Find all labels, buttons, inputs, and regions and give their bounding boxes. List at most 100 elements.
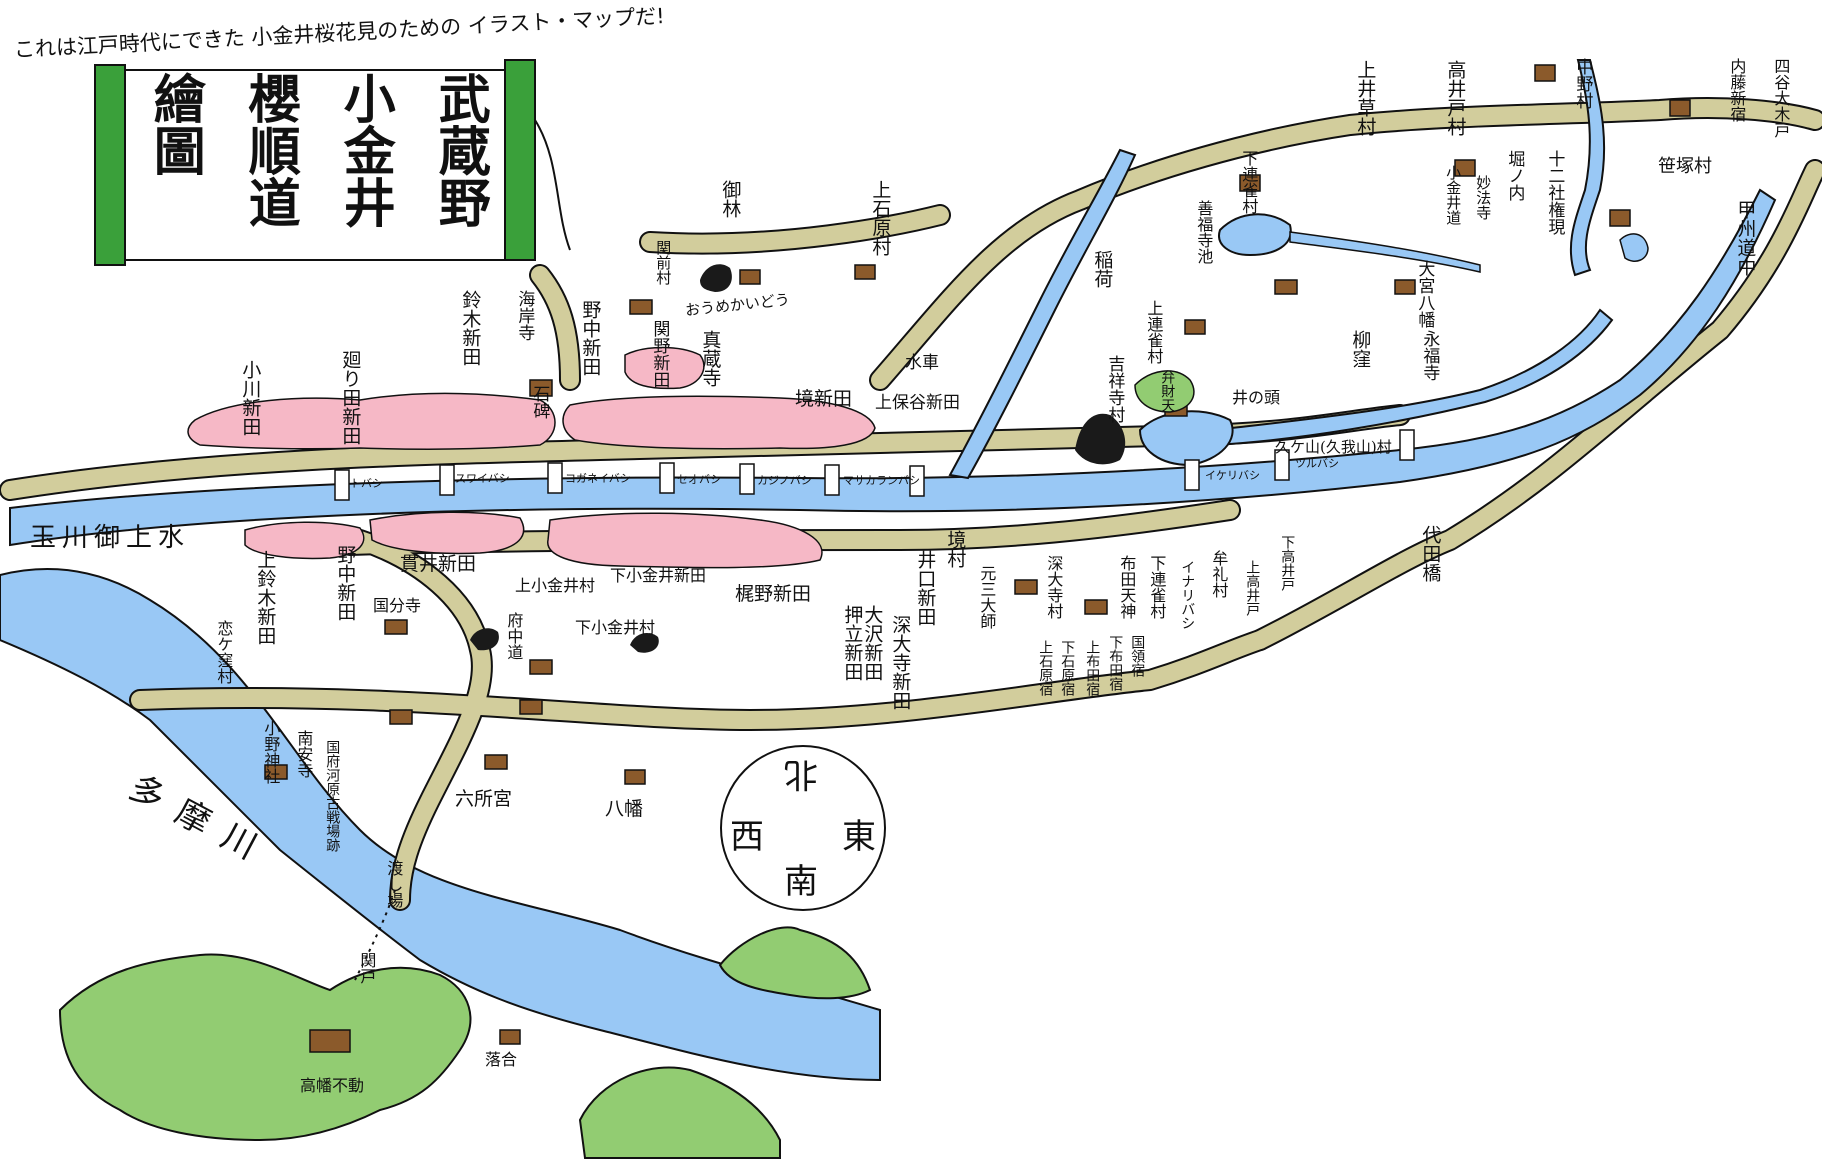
place-sekino-shinden: 関野新田 [649,320,670,388]
place-koganei-michi: 小金井道 [1444,165,1463,225]
place-sekido: 関戸 [357,952,377,984]
cherry-row-north-3 [624,346,705,390]
place-kamifukuoka: 上井草村 [1354,60,1377,136]
tamagawa-josui-label: 玉川御上水 [30,523,191,553]
bridge-label-1: トバシ [350,477,383,490]
compass-south-label: 南 [784,862,818,902]
cherry-row-north-2 [562,395,876,450]
bridge-label-3: コガネイバシ [565,472,631,485]
place-fuda: 布田天神 [1117,555,1137,619]
place-yotsuya: 四谷大木戸 [1771,58,1791,138]
place-ogawa-shinden: 小川新田 [239,360,262,436]
branch-canal-east [1569,59,1606,277]
compass-north-label: 北 [784,754,818,794]
place-keio: 高幡不動 [300,1076,365,1095]
place-shimo-koganei-shinden: 下小金井新田 [610,566,707,585]
place-shimotakaido: 下高井戸 [1279,535,1296,591]
place-kami-sakuma: 貫井新田 [400,553,477,575]
hill-east [718,926,872,1000]
place-naito: 内藤新宿 [1727,58,1747,122]
place-inari: 稲荷 [1091,250,1114,288]
place-juni-gongen: 十二社権現 [1544,150,1565,235]
place-ikkogawa: 柳窪 [1349,330,1372,368]
bridge-label-4: セオバシ [677,473,721,486]
place-rokushogu: 六所宮 [455,788,513,810]
place-shimofuda: 下布田宿 [1107,635,1124,691]
place-kajino-shinden: 梶野新田 [735,583,812,605]
place-kaiden-shinden: 廻り田新田 [339,350,362,445]
scroll-title-line-1: 武蔵野 [429,72,491,228]
place-oshitachi-shinden: 押立新田 [841,605,864,681]
place-hachiman: 八幡 [605,798,644,820]
place-hashi: 石碑 [529,385,550,419]
place-kamirenjaku: 上連雀村 [1144,300,1164,364]
place-inokuchi-shinden: 井口新田 [914,550,937,626]
place-omiya-hachiman: 大宮八幡 [1414,260,1435,328]
place-kamiishi: 上石原村 [869,180,892,256]
place-shimorenjaku: 下連雀村 [1239,150,1259,214]
place-shimoishihara: 下石原宿 [1059,640,1076,696]
place-gogoji: 妙法寺 [1474,175,1493,220]
place-jindaiji-shinden: 深大寺新田 [889,615,912,710]
place-eifukuji: 永福寺 [1419,330,1440,381]
place-koshu-dochu: 甲州道中 [1734,200,1757,276]
place-kokuryo: 国領宿 [1129,635,1146,677]
inokashira-pond [1138,410,1234,467]
place-shimorenjaku-south: 下連雀村 [1147,555,1167,619]
place-daita-bashi: 代田橋 [1419,525,1442,582]
place-kamiishihara: 上石原宿 [1037,640,1054,696]
zenpukuji-pond [1218,213,1292,257]
cherry-row-south-2 [369,511,525,555]
place-sakai-shinden: 境新田 [795,388,853,410]
cherry-row-south-3 [547,512,823,569]
branch-canal-north [948,148,1137,480]
place-nakano: 中野村 [1572,58,1593,109]
bridge-label-5: カジノバシ [757,474,812,487]
place-mure: 牟礼村 [1209,550,1229,598]
cherry-row-north-1 [187,392,556,450]
place-motosan: 元三大師 [977,565,997,629]
place-mizuguruma: 水車 [905,353,939,373]
place-sakai-mura: 境村 [944,530,967,568]
place-kamifuda: 上布田宿 [1084,640,1101,696]
place-shimo-koganei: 下小金井村 [575,618,656,637]
zenpukuji-stream [1289,231,1481,273]
bridge-label-8: ツルバシ [1295,457,1339,470]
scroll-title-line-4: 繪圖 [144,72,206,176]
compass-east-label: 東 [842,817,876,857]
bridge-label-7: イケリバシ [1205,469,1260,482]
inokashira-grove [1134,370,1195,413]
place-sekimae: 関前村 [654,240,673,285]
place-nonaka-shinden-south: 野中新田 [334,545,357,621]
place-kokubunji: 国分寺 [373,596,422,615]
place-takaido: 高井戸村 [1444,60,1467,136]
place-benzaiten: 弁財天 [1159,370,1176,412]
place-suzuki-shinden: 鈴木新田 [459,290,482,366]
place-nanan: 南安寺 [294,730,314,778]
tamagawa-josui-aqueduct [9,188,1777,547]
compass-rose: 北 南 西 東 [720,745,886,911]
place-shinmei: 真蔵寺 [699,330,722,387]
place-kami-koganei: 上小金井村 [515,576,596,595]
title-scroll [94,59,571,266]
place-sasazuka: 笹塚村 [1658,156,1712,177]
place-kugayama: 久ケ山(久我山)村 [1275,438,1392,456]
place-kamisuwa-shinden: 上鈴木新田 [254,550,277,645]
place-ochiai: 落合 [485,1050,518,1069]
place-horinouchi: 堀ノ内 [1504,150,1525,201]
southern-hills [58,953,472,1142]
place-koibata: 恋ケ窪村 [214,620,234,684]
place-osawa-shinden: 大沢新田 [861,605,884,681]
place-jindaiji: 深大寺村 [1044,555,1064,619]
place-fuchu-michi: 府中道 [504,612,524,660]
place-onojinja: 小野神社 [261,720,281,784]
place-inokashira: 井の頭 [1232,388,1281,407]
cherry-row-south-1 [244,521,365,560]
place-inadzuke: イナリバシ [1179,560,1196,630]
place-zenpukuji-pond: 善福寺池 [1194,200,1214,264]
place-mitaka: 御林 [719,180,742,218]
kanda-canal [1214,308,1614,447]
place-kichijoji: 吉祥寺村 [1104,355,1125,423]
place-kaianji: 海岸寺 [514,290,535,341]
